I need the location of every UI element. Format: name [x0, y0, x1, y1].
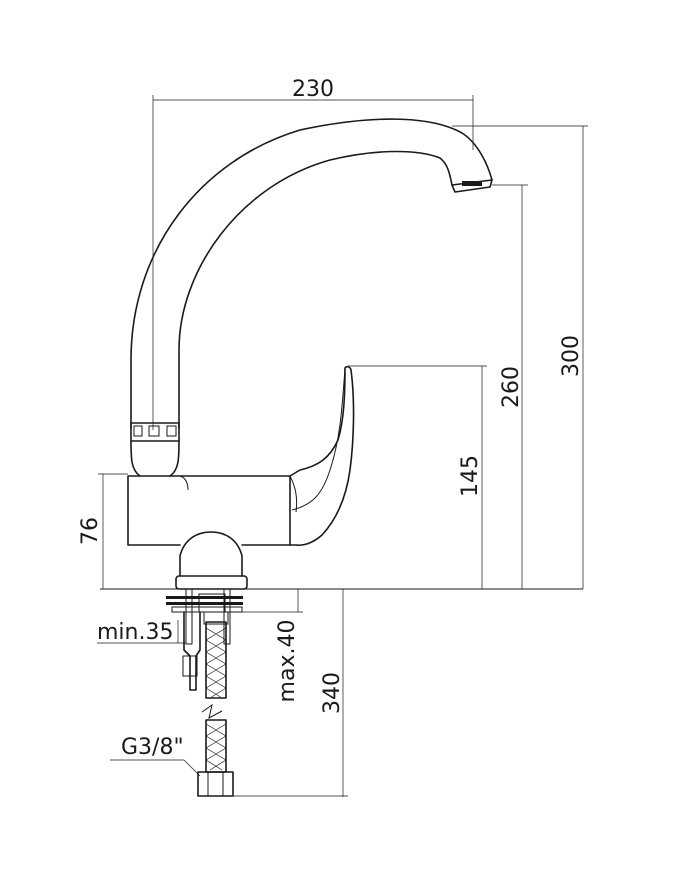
washer-2	[166, 602, 243, 605]
dim-body-height-label: 76	[78, 517, 103, 545]
mounting-rod-left	[185, 588, 193, 645]
dim-spout-height-label: 260	[499, 366, 524, 408]
faucet-body	[127, 475, 291, 546]
dim-min-hole-label: min.35	[97, 620, 173, 645]
washer-1	[166, 596, 243, 599]
collar-slot-right	[166, 425, 177, 437]
braided-hose-upper	[203, 611, 229, 699]
lever-handle	[289, 365, 355, 547]
washer-3	[171, 606, 243, 613]
dim-reach-label: 230	[292, 77, 334, 102]
swivel-collar	[130, 422, 180, 442]
base-flange	[175, 575, 248, 590]
spout-outer-curve	[130, 118, 493, 429]
lever-inner-line	[291, 367, 346, 511]
hose-break-mark	[201, 703, 223, 719]
collar-neck	[130, 440, 180, 477]
mounting-rod-right	[223, 588, 231, 645]
collar-slot-left	[133, 425, 143, 437]
dome-base	[179, 531, 243, 577]
dimension-labels: 230 300 260 145 76 max.40 340 min.35 G3/…	[78, 77, 584, 760]
stub-nut	[182, 655, 198, 677]
hose-end-nut	[197, 771, 234, 797]
dim-hose-length-label: 340	[320, 672, 345, 714]
supply-stub	[183, 611, 201, 691]
aerator-mesh	[462, 181, 482, 186]
spout-inner-curve	[178, 150, 453, 429]
dim-thread-label: G3/8"	[121, 735, 184, 760]
faucet-outline	[100, 118, 583, 797]
dim-total-height-label: 300	[559, 335, 584, 377]
dim-max-deck-label: max.40	[275, 620, 300, 703]
braided-hose-lower	[205, 719, 227, 773]
body-front-edge	[179, 475, 189, 491]
collar-slot-mid	[148, 425, 160, 437]
dimension-lines	[97, 95, 588, 797]
lever-base	[289, 475, 298, 513]
dim-lever-height-label: 145	[458, 455, 483, 497]
